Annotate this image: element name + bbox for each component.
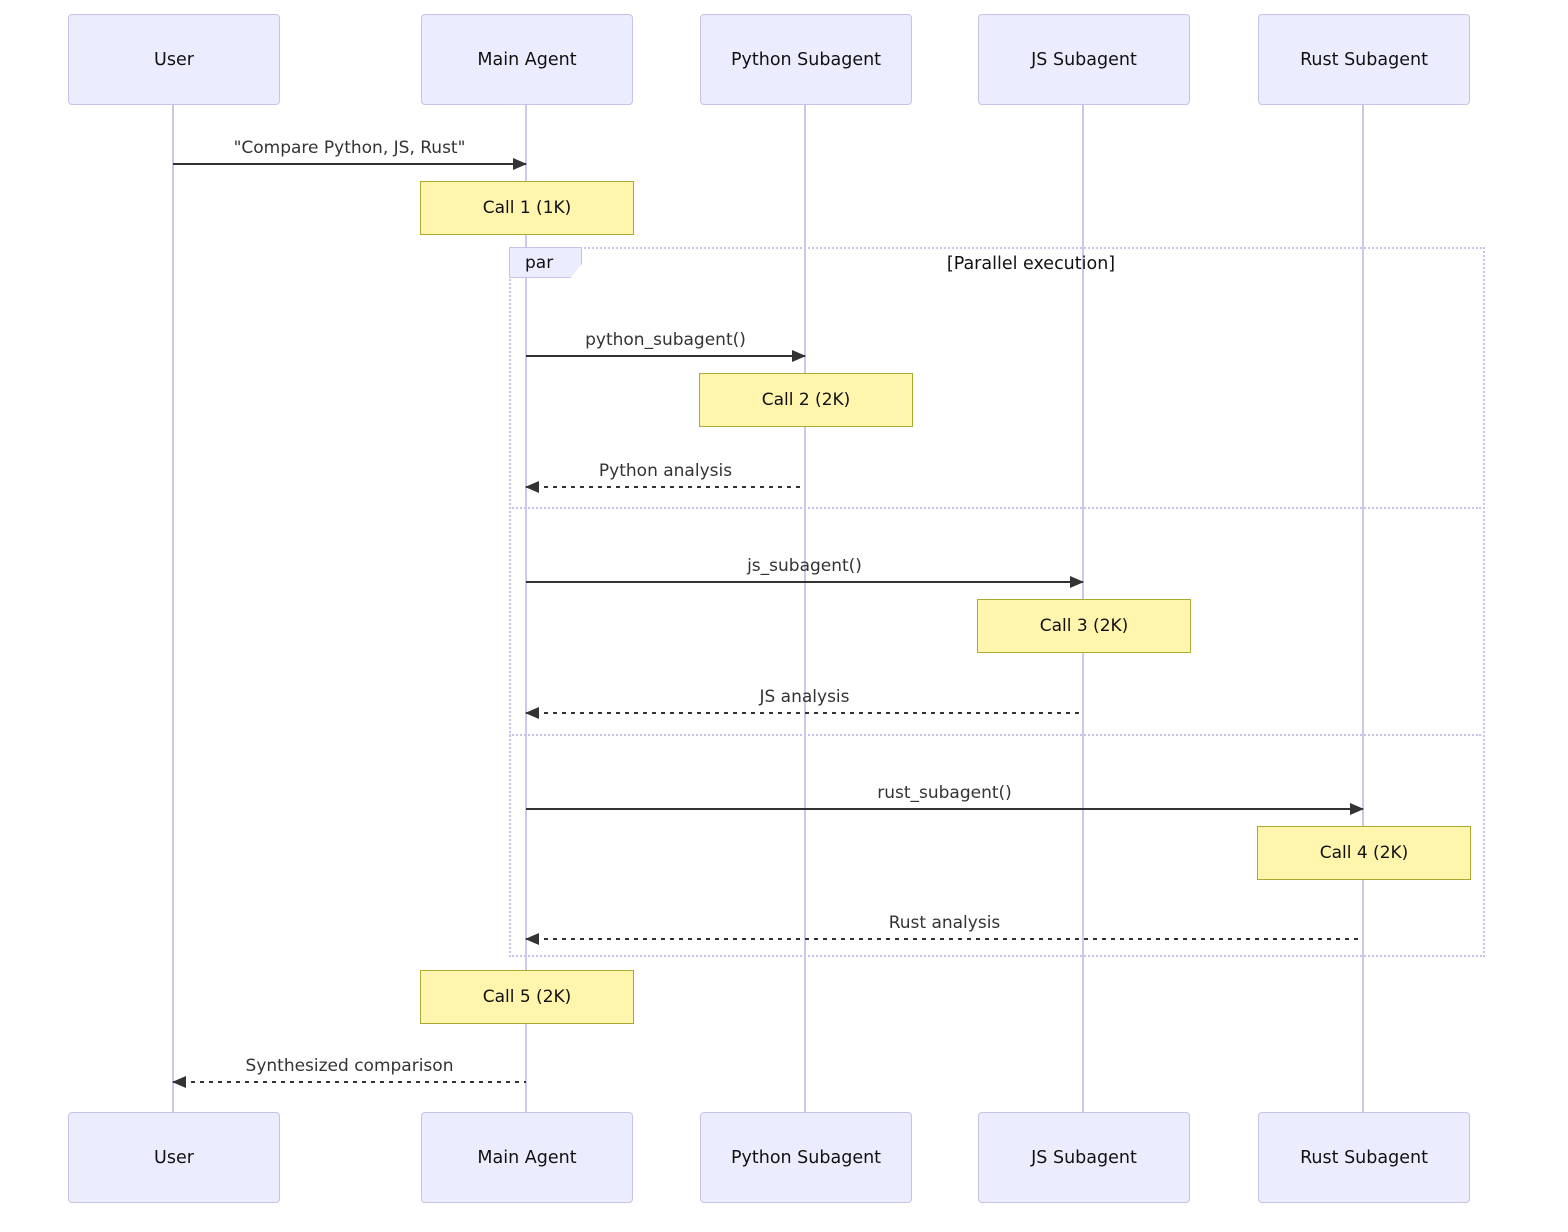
- lifeline-main-agent: [525, 103, 527, 1112]
- actor-bottom-python-subagent: Python Subagent: [700, 1112, 912, 1203]
- arrow-line: [526, 808, 1363, 810]
- actor-bottom-rust-subagent: Rust Subagent: [1258, 1112, 1470, 1203]
- message-label: Python analysis: [598, 461, 733, 481]
- par-divider-1: [509, 507, 1481, 509]
- note-call-1: Call 1 (1K): [420, 181, 634, 235]
- lifeline-python-subagent: [804, 103, 806, 1112]
- par-label: par: [509, 247, 582, 278]
- arrowhead-right-icon: [1070, 576, 1084, 588]
- arrow-line-dashed: [526, 938, 1363, 940]
- arrow-line: [526, 355, 805, 357]
- arrowhead-left-icon: [525, 933, 539, 945]
- message-label: python_subagent(): [585, 330, 746, 350]
- note-call-4: Call 4 (2K): [1257, 826, 1471, 880]
- actor-top-python-subagent: Python Subagent: [700, 14, 912, 105]
- lifeline-user: [172, 103, 174, 1112]
- actor-bottom-main-agent: Main Agent: [421, 1112, 633, 1203]
- message-label: js_subagent(): [747, 556, 862, 576]
- arrow-line-dashed: [526, 486, 805, 488]
- message-label: Synthesized comparison: [245, 1056, 454, 1076]
- actor-top-js-subagent: JS Subagent: [978, 14, 1190, 105]
- note-call-3: Call 3 (2K): [977, 599, 1191, 653]
- actor-top-user: User: [68, 14, 280, 105]
- actor-top-rust-subagent: Rust Subagent: [1258, 14, 1470, 105]
- message-label: "Compare Python, JS, Rust": [233, 138, 466, 158]
- arrowhead-right-icon: [792, 350, 806, 362]
- actor-top-main-agent: Main Agent: [421, 14, 633, 105]
- par-frame: [509, 247, 1485, 957]
- arrowhead-right-icon: [513, 158, 527, 170]
- message-label: rust_subagent(): [877, 783, 1012, 803]
- note-call-5: Call 5 (2K): [420, 970, 634, 1024]
- arrowhead-left-icon: [525, 707, 539, 719]
- actor-bottom-user: User: [68, 1112, 280, 1203]
- arrowhead-left-icon: [172, 1076, 186, 1088]
- lifeline-rust-subagent: [1362, 103, 1364, 1112]
- note-call-2: Call 2 (2K): [699, 373, 913, 427]
- message-label: JS analysis: [759, 687, 850, 707]
- arrowhead-right-icon: [1350, 803, 1364, 815]
- par-divider-2: [509, 734, 1481, 736]
- arrowhead-left-icon: [525, 481, 539, 493]
- message-label: Rust analysis: [888, 913, 1001, 933]
- arrow-line: [526, 581, 1083, 583]
- arrow-line-dashed: [526, 712, 1083, 714]
- arrow-line: [173, 163, 526, 165]
- arrow-line-dashed: [173, 1081, 526, 1083]
- par-title: [Parallel execution]: [946, 254, 1116, 274]
- actor-bottom-js-subagent: JS Subagent: [978, 1112, 1190, 1203]
